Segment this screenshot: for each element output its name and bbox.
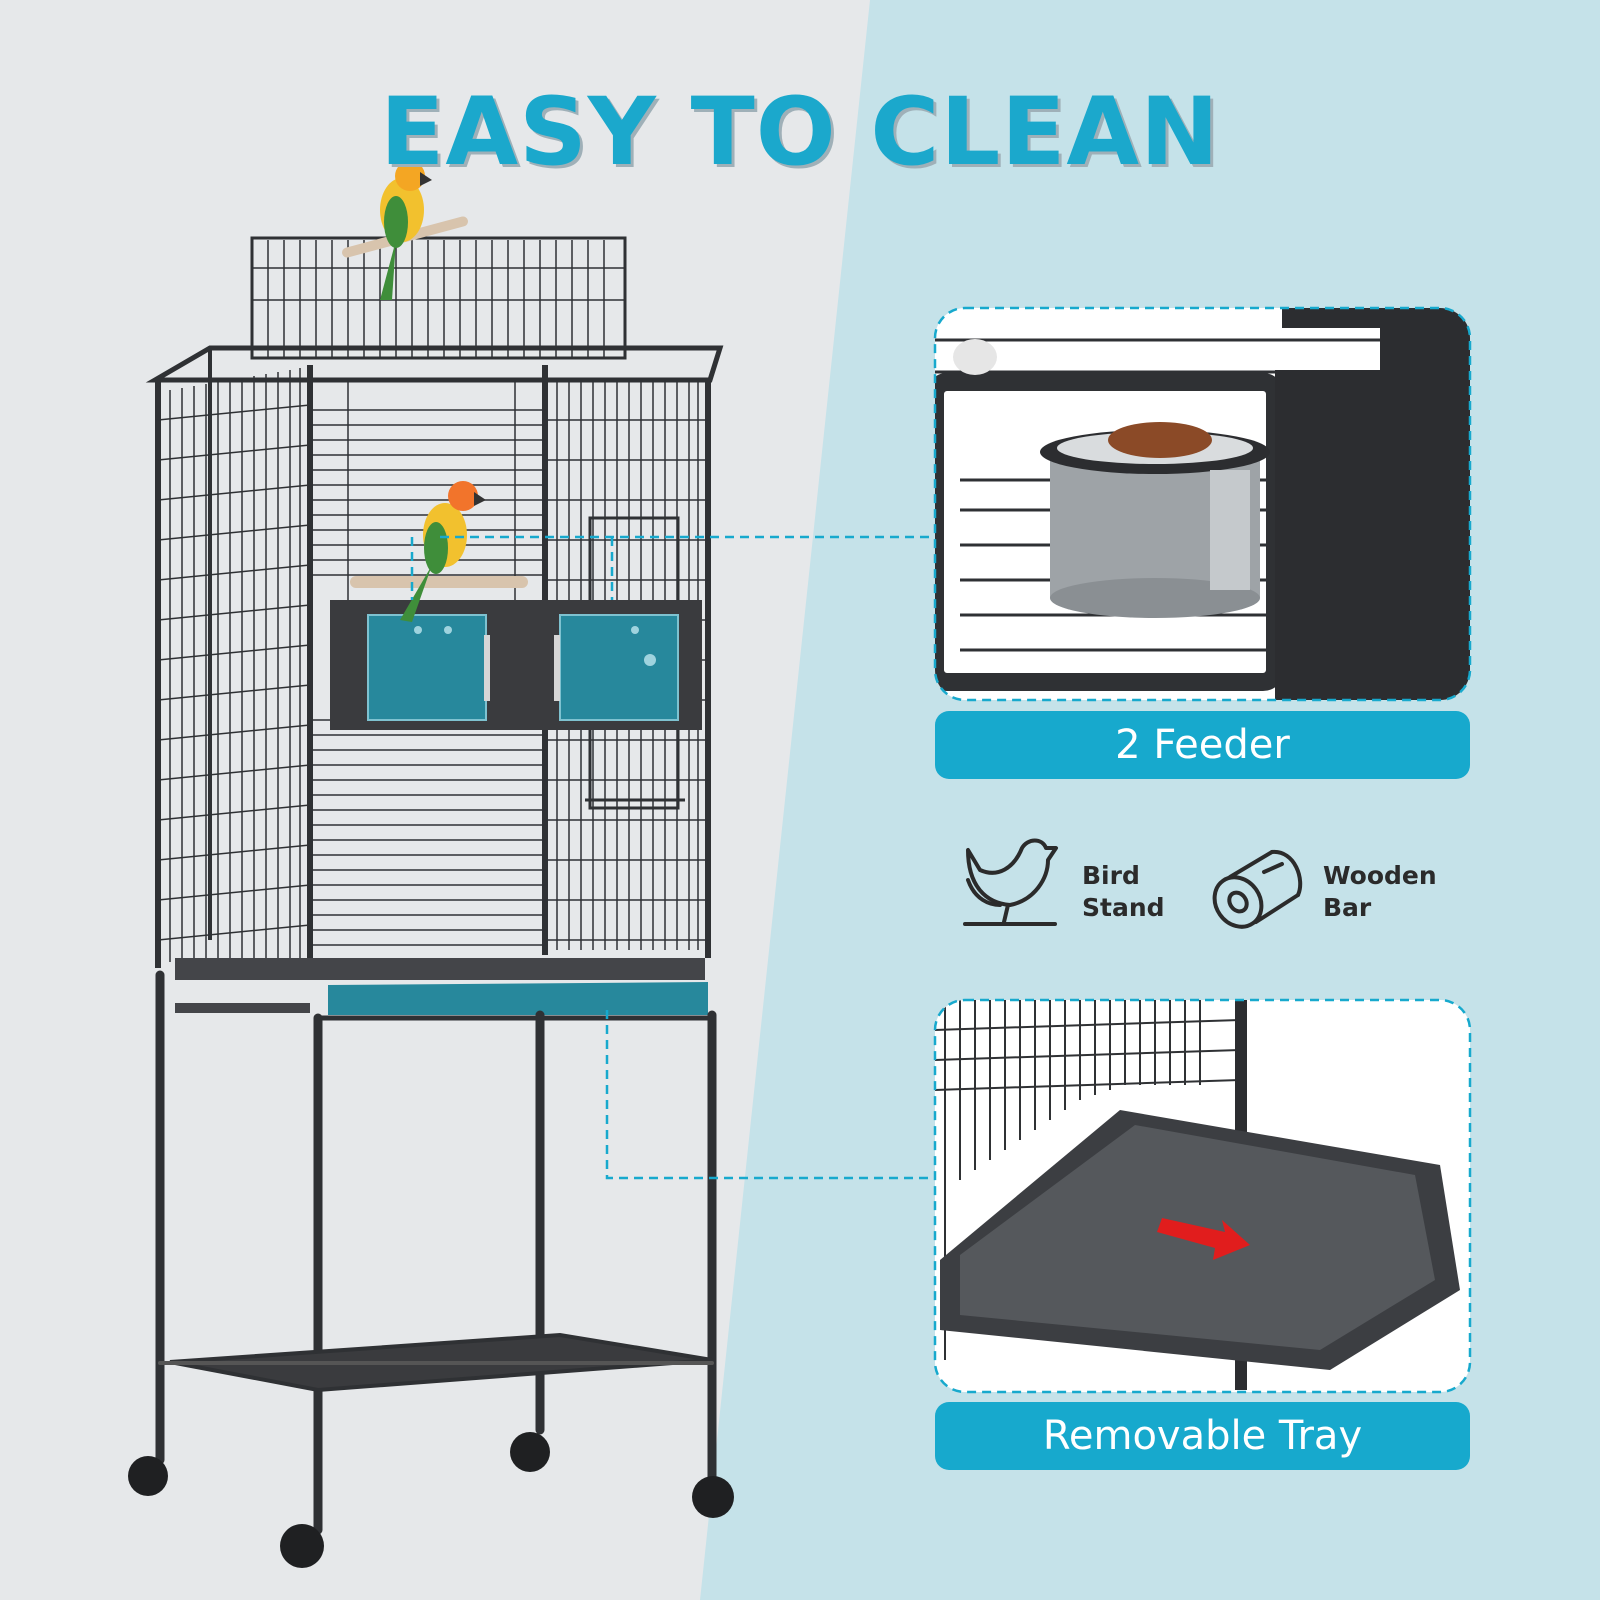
callout-lines (410, 535, 930, 1180)
removable-tray-label: Removable Tray (935, 1402, 1470, 1470)
parrot-top (380, 161, 432, 300)
bird-icon (963, 838, 1058, 926)
cage-stand (155, 970, 717, 1535)
feeder-panel (330, 600, 702, 730)
feature-wooden-bar: Wooden Bar (1323, 860, 1437, 924)
feature-line: Stand (1082, 893, 1165, 922)
cage-base (175, 958, 708, 1021)
slide-out-tray (328, 982, 708, 1015)
wood-log-icon (1212, 849, 1303, 929)
caster-wheels (128, 1432, 734, 1568)
feature-line: Wooden (1323, 861, 1437, 890)
pull-arrow (1157, 1218, 1250, 1260)
top-lid (250, 236, 627, 360)
feature-line: Bird (1082, 861, 1140, 890)
parrot-lower (400, 481, 486, 622)
feature-bird-stand: Bird Stand (1082, 860, 1165, 924)
feature-line: Bar (1323, 893, 1372, 922)
left-side-mesh (157, 368, 311, 962)
perch-lower (350, 576, 528, 588)
headline: EASY TO CLEAN (380, 78, 1220, 187)
feeder-callout-frame (933, 306, 1472, 702)
feeder-label: 2 Feeder (935, 711, 1470, 779)
tray-callout-frame (933, 998, 1472, 1394)
